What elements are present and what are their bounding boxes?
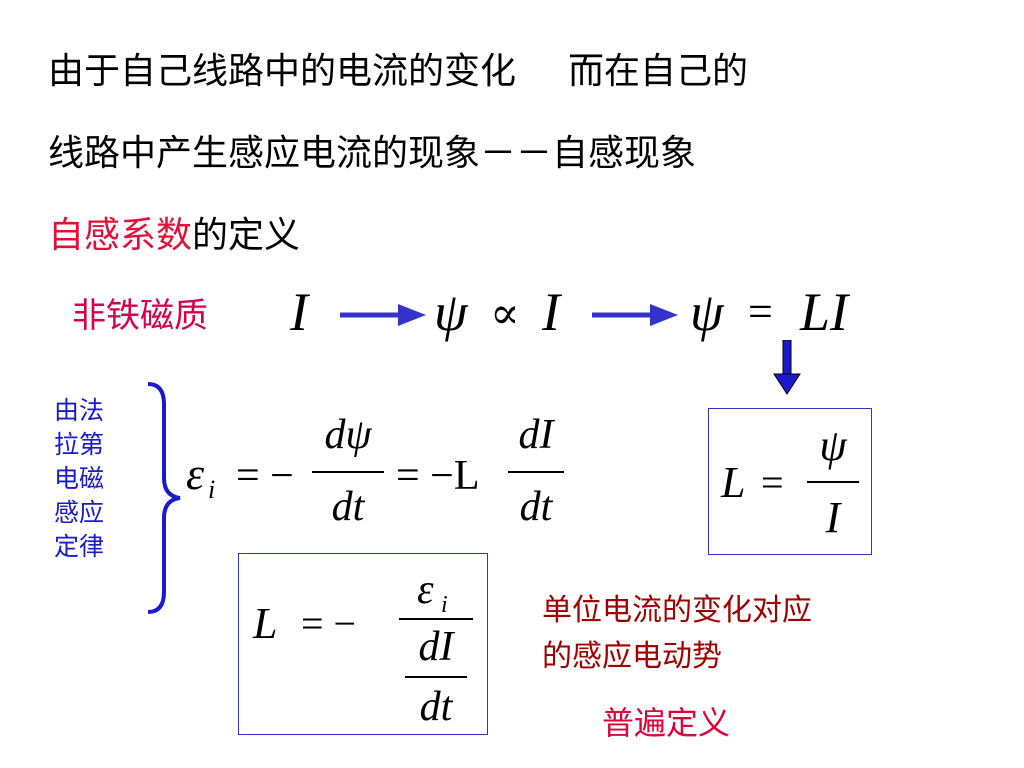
intro-line-1: 由于自己线路中的电流的变化 而在自己的 [48,50,748,94]
L-emf-eq-minus: = − [301,601,357,646]
faraday-line-5: 定律 [54,532,105,561]
faraday-line-2: 拉第 [54,430,105,459]
L-emf-inner-den: dt [419,684,453,730]
chain-psi2: ψ [690,282,724,342]
L-emf-box: L = − ε i dI dt [238,553,488,735]
chain-prop: ∝ [490,289,520,338]
curly-brace-icon [147,382,181,614]
emf-den-1: dt [331,484,365,530]
emf-num-2: dI [518,412,554,458]
L-psi-fraction-bar [807,481,859,483]
definition-heading: 自感系数的定义 [48,214,300,258]
emf-den-2: dt [519,484,553,530]
faraday-line-3: 电磁 [54,464,105,493]
arrow-right-icon-2 [592,304,678,326]
intro-line-1-a: 由于自己线路中的电流的变化 [48,51,517,92]
L-psi-den: I [825,493,841,542]
definition-rest: 的定义 [192,215,301,256]
note-line-2: 的感应电动势 [542,639,722,674]
L-emf-inner-num: dI [418,624,454,670]
chain-I2: I [542,282,560,342]
L-psi-eq: = [761,460,784,505]
chain-I1: I [290,282,308,342]
emf-sub-i: i [208,475,216,504]
note-line-1: 单位电流的变化对应 [542,593,812,628]
definition-highlight: 自感系数 [48,215,193,256]
L-emf-num-eps: ε [417,567,434,613]
L-emf-num-sub: i [441,592,448,618]
general-definition: 普遍定义 [602,704,731,742]
arrow-right-icon-1 [340,304,426,326]
chain-psi1: ψ [434,282,468,342]
emf-eps: ε [186,448,205,499]
L-emf-L: L [253,599,278,648]
L-psi-L: L [721,458,746,507]
chain-eq: = [748,287,773,336]
faraday-label: 由法 拉第 电磁 感应 定律 [54,394,104,564]
intro-line-1-b: 而在自己的 [568,51,749,92]
chain-LI: LI [800,282,849,342]
arrow-down-icon [773,340,801,395]
L-psi-box: L = ψ I [708,408,872,555]
emf-fraction-bar-1 [312,471,384,473]
faraday-line-1: 由法 [54,396,105,425]
intro-line-2: 线路中产生感应电流的现象－－自感现象 [48,133,697,174]
faraday-line-4: 感应 [54,498,105,527]
emf-eq-minus-1: = − [236,453,294,499]
note-text: 单位电流的变化对应 的感应电动势 [542,588,812,680]
emf-eq-minus-2: = −L [396,453,480,499]
nonferro-label: 非铁磁质 [72,296,208,336]
L-psi-num: ψ [819,421,847,470]
emf-num-1: dψ [324,412,372,458]
L-emf-outer-bar [399,618,473,620]
emf-fraction-bar-2 [508,471,564,473]
L-emf-inner-bar [405,676,467,678]
